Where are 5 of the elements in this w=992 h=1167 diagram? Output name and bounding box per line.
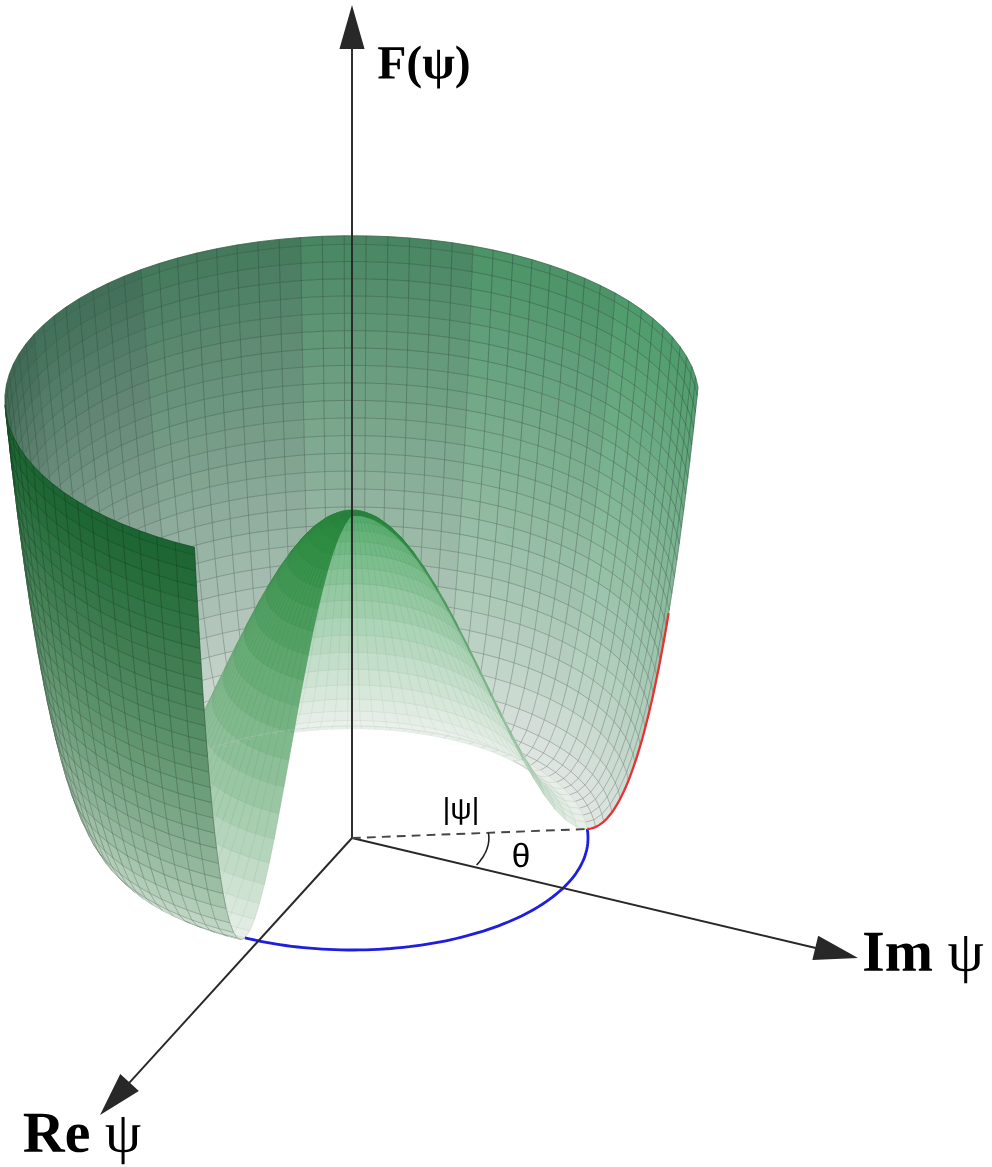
axis-label: Re ψ [23,1113,141,1165]
angle-label: θ [513,842,529,868]
axis-label: Im ψ [864,932,984,984]
axis-label: F(ψ) [378,45,469,89]
radius-label: |ψ| [445,797,477,825]
